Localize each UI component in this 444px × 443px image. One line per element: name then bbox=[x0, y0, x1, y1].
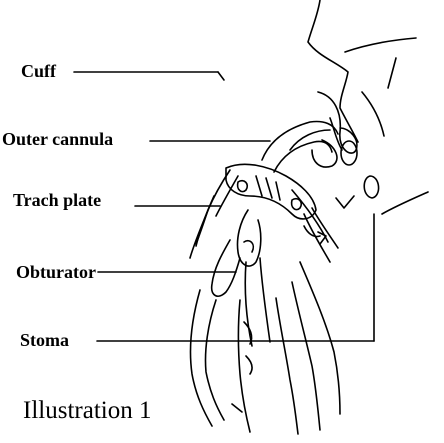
label-cuff: Cuff bbox=[21, 62, 56, 80]
ear-loop bbox=[364, 176, 378, 198]
neck-skin-mark bbox=[336, 196, 354, 208]
face-stroke bbox=[388, 58, 396, 88]
tie-right-b bbox=[312, 208, 338, 248]
obturator-shaft-right bbox=[260, 258, 270, 342]
plate-outline bbox=[226, 164, 316, 219]
plate-left-wing bbox=[196, 170, 230, 244]
illustration-caption: Illustration 1 bbox=[23, 398, 151, 423]
hand bbox=[190, 240, 340, 434]
label-trach-plate: Trach plate bbox=[13, 191, 101, 209]
cannula-inner-line bbox=[290, 130, 330, 150]
neck-front bbox=[362, 92, 384, 136]
leader-cuff-drop bbox=[218, 72, 224, 80]
shoulder-line bbox=[382, 192, 428, 214]
label-obturator: Obturator bbox=[16, 263, 96, 281]
obturator-grip bbox=[244, 241, 253, 252]
plate-hole-right bbox=[292, 199, 302, 210]
jaw-line bbox=[345, 38, 416, 52]
knuckle-2 bbox=[246, 356, 252, 374]
obturator-handle bbox=[237, 210, 260, 266]
thumb bbox=[212, 240, 240, 296]
cuff-lower bbox=[312, 140, 337, 167]
head-neck-outline bbox=[308, 0, 428, 214]
finger-1 bbox=[205, 300, 224, 420]
leader-lines bbox=[74, 72, 374, 341]
label-stoma: Stoma bbox=[20, 331, 69, 349]
finger-3 bbox=[276, 298, 298, 434]
palm-edge-left bbox=[190, 290, 212, 426]
label-outer-cannula: Outer cannula bbox=[2, 130, 113, 148]
obturator bbox=[237, 210, 270, 346]
plate-hole-left bbox=[238, 181, 248, 192]
finger-4 bbox=[292, 282, 320, 430]
nail-1 bbox=[232, 404, 242, 412]
trach-tube bbox=[262, 92, 357, 172]
